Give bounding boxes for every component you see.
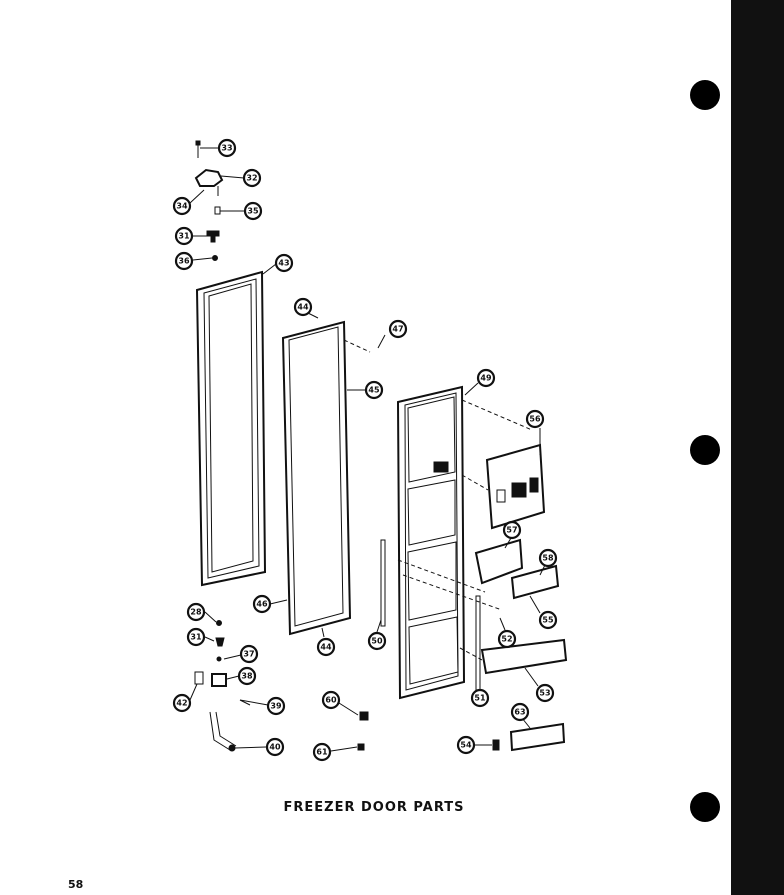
svg-text:49: 49 — [480, 374, 492, 383]
dispenser-housing-56 — [485, 443, 546, 530]
svg-text:52: 52 — [501, 635, 512, 644]
svg-text:45: 45 — [368, 386, 380, 395]
callout-49: 49 — [476, 368, 496, 388]
callout-46: 46 — [252, 594, 272, 614]
punch-hole-top — [690, 80, 720, 110]
callout-56: 56 — [525, 409, 545, 429]
callout-36: 36 — [174, 251, 194, 271]
callout-52: 52 — [497, 629, 517, 649]
svg-text:32: 32 — [246, 174, 257, 183]
inner-door-frame-49 — [396, 385, 466, 700]
callout-63: 63 — [510, 702, 530, 722]
svg-text:43: 43 — [278, 259, 289, 268]
svg-text:44: 44 — [320, 643, 332, 652]
svg-text:63: 63 — [514, 708, 525, 717]
leader-lines — [189, 147, 546, 752]
callout-31-top: 31 — [174, 226, 194, 246]
callout-50: 50 — [367, 631, 387, 651]
svg-text:37: 37 — [243, 650, 254, 659]
svg-text:28: 28 — [190, 608, 202, 617]
callout-markers: 33 32 34 35 31 36 43 44 47 45 49 56 57 5… — [172, 138, 558, 762]
callout-37: 37 — [239, 644, 259, 664]
svg-text:46: 46 — [256, 600, 268, 609]
callout-31-bottom: 31 — [186, 627, 206, 647]
callout-42: 42 — [172, 693, 192, 713]
svg-text:33: 33 — [221, 144, 232, 153]
callout-51: 51 — [470, 688, 490, 708]
svg-text:31: 31 — [190, 633, 202, 642]
top-hinge-assembly — [194, 140, 224, 261]
callout-39: 39 — [266, 696, 286, 716]
svg-text:39: 39 — [270, 702, 282, 711]
callout-58: 58 — [538, 548, 558, 568]
callout-53: 53 — [535, 683, 555, 703]
diagram-caption: FREEZER DOOR PARTS — [283, 800, 465, 815]
svg-text:35: 35 — [247, 207, 259, 216]
svg-text:55: 55 — [542, 616, 554, 625]
callout-44-top: 44 — [293, 297, 313, 317]
svg-text:34: 34 — [176, 202, 188, 211]
exploded-view-diagram: 33 32 34 35 31 36 43 44 47 45 49 56 57 5… — [172, 138, 568, 762]
door-gasket-43 — [195, 270, 267, 587]
callout-28: 28 — [186, 602, 206, 622]
svg-text:40: 40 — [269, 743, 281, 752]
svg-text:44: 44 — [297, 303, 309, 312]
svg-text:54: 54 — [460, 741, 472, 750]
callout-40: 40 — [265, 737, 285, 757]
svg-text:42: 42 — [176, 699, 187, 708]
callout-32: 32 — [242, 168, 262, 188]
bottom-hinge-hardware — [194, 620, 369, 752]
door-shelves — [474, 538, 568, 752]
callout-54: 54 — [456, 735, 476, 755]
callout-61: 61 — [312, 742, 332, 762]
page-number: 58 — [68, 878, 84, 891]
callout-60: 60 — [321, 690, 341, 710]
callout-34: 34 — [172, 196, 192, 216]
callout-44-bottom: 44 — [316, 637, 336, 657]
callout-38: 38 — [237, 666, 257, 686]
callout-47: 47 — [388, 319, 408, 339]
svg-text:50: 50 — [371, 637, 383, 646]
svg-text:47: 47 — [392, 325, 403, 334]
callout-57: 57 — [502, 520, 522, 540]
punch-hole-bottom — [690, 792, 720, 822]
binding-edge — [731, 0, 784, 895]
svg-text:38: 38 — [241, 672, 253, 681]
svg-text:56: 56 — [529, 415, 541, 424]
callout-45: 45 — [364, 380, 384, 400]
callout-35: 35 — [243, 201, 263, 221]
svg-text:57: 57 — [506, 526, 517, 535]
alignment-dashes — [343, 339, 533, 661]
punch-hole-middle — [690, 435, 720, 465]
svg-text:36: 36 — [178, 257, 190, 266]
callout-55: 55 — [538, 610, 558, 630]
svg-text:60: 60 — [325, 696, 337, 705]
callout-33: 33 — [217, 138, 237, 158]
svg-text:58: 58 — [542, 554, 554, 563]
door-liner-44 — [281, 320, 352, 636]
svg-text:51: 51 — [474, 694, 486, 703]
svg-text:61: 61 — [316, 748, 328, 757]
svg-text:53: 53 — [539, 689, 550, 698]
callout-43: 43 — [274, 253, 294, 273]
svg-text:31: 31 — [178, 232, 190, 241]
